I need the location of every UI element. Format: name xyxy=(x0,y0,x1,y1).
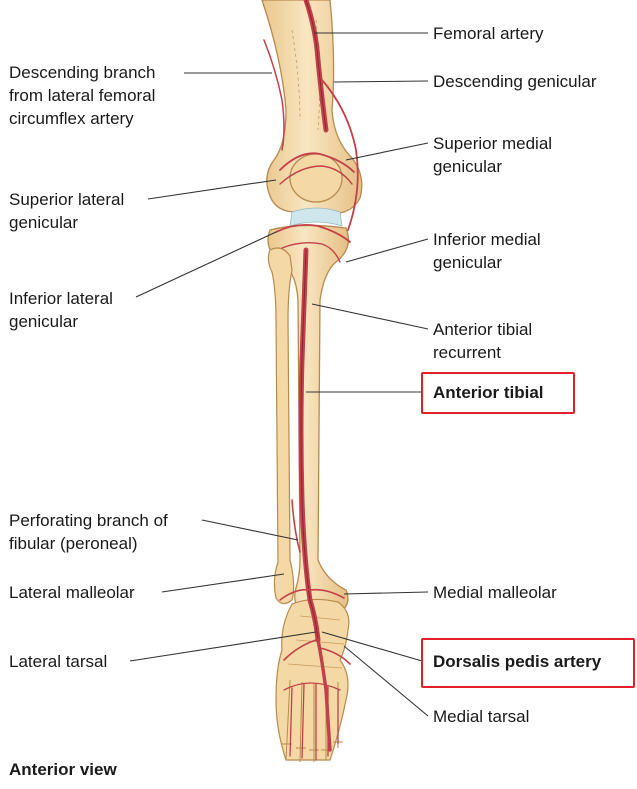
label-anterior-tibial: Anterior tibial xyxy=(433,383,544,402)
leader-inferior-lateral-genicular xyxy=(135,231,277,298)
label-line: genicular xyxy=(433,253,502,272)
patella-bone xyxy=(289,153,343,203)
highlight-box-dorsalis-pedis xyxy=(421,638,635,688)
label-lateral-tarsal: Lateral tarsal xyxy=(9,652,108,671)
label-line: from lateral femoral xyxy=(9,86,156,105)
inferior-genicular-ring xyxy=(275,223,351,243)
descending-genicular-vessel xyxy=(321,79,359,231)
leader-dorsalis-pedis xyxy=(321,631,423,662)
label-lateral-malleolar: Lateral malleolar xyxy=(9,583,135,602)
label-anterior-tibial-recurrent: Anterior tibial recurrent xyxy=(433,318,532,364)
knee-cartilage xyxy=(289,207,343,227)
label-superior-lateral-genicular: Superior lateral genicular xyxy=(9,188,124,234)
label-medial-tarsal: Medial tarsal xyxy=(433,707,530,726)
perforating-vessel xyxy=(291,499,301,553)
malleolar-vessels xyxy=(279,588,345,601)
label-superior-medial-genicular: Superior medial genicular xyxy=(433,132,552,178)
label-line: genicular xyxy=(433,157,502,176)
label-line: Anterior tibial xyxy=(433,320,533,339)
leader-lines xyxy=(129,32,429,717)
label-line: Superior medial xyxy=(433,134,553,153)
leader-perforating-branch xyxy=(201,519,299,541)
leader-anterior-tibial-recurrent xyxy=(311,303,429,330)
label-femoral-artery: Femoral artery xyxy=(433,24,544,43)
label-line: Superior lateral xyxy=(9,190,125,209)
label-dorsalis-pedis-artery: Dorsalis pedis artery xyxy=(433,652,602,671)
leader-medial-malleolar xyxy=(343,591,429,595)
leader-inferior-medial-genicular xyxy=(345,238,429,263)
figure-caption: Anterior view xyxy=(9,760,117,779)
label-perforating-branch: Perforating branch of fibular (peroneal) xyxy=(9,509,168,555)
label-inferior-medial-genicular: Inferior medial genicular xyxy=(433,228,541,274)
dorsalis-pedis-vessel xyxy=(316,638,332,752)
label-line: Perforating branch of xyxy=(9,511,168,530)
descending-branch-vessel xyxy=(263,39,285,151)
label-descending-branch: Descending branch from lateral femoral c… xyxy=(9,61,155,130)
highlight-box-anterior-tibial xyxy=(421,372,575,414)
label-line: recurrent xyxy=(433,343,502,362)
label-descending-genicular: Descending genicular xyxy=(433,72,597,91)
tarsal-vessels xyxy=(283,639,351,665)
label-line: Inferior lateral xyxy=(9,289,113,308)
arcuate-vessels xyxy=(283,682,341,761)
label-line: genicular xyxy=(9,213,78,232)
tibia-bone xyxy=(267,224,350,613)
leader-lateral-malleolar xyxy=(161,573,285,593)
label-line: circumflex artery xyxy=(9,109,134,128)
leader-superior-medial-genicular xyxy=(345,142,429,161)
label-line: Descending branch xyxy=(9,63,156,82)
label-inferior-lateral-genicular: Inferior lateral genicular xyxy=(9,287,113,333)
artery-network xyxy=(263,0,359,761)
leader-descending-genicular xyxy=(333,80,429,83)
fibula-bone xyxy=(267,247,295,605)
leader-lateral-tarsal xyxy=(129,631,317,662)
label-medial-malleolar: Medial malleolar xyxy=(433,583,557,602)
leader-superior-lateral-genicular xyxy=(147,179,277,200)
label-line: genicular xyxy=(9,312,78,331)
leader-medial-tarsal xyxy=(343,645,429,717)
superior-genicular-ring xyxy=(279,152,355,173)
label-line: fibular (peroneal) xyxy=(9,534,138,553)
label-line: Inferior medial xyxy=(433,230,541,249)
foot-bones xyxy=(275,598,350,763)
